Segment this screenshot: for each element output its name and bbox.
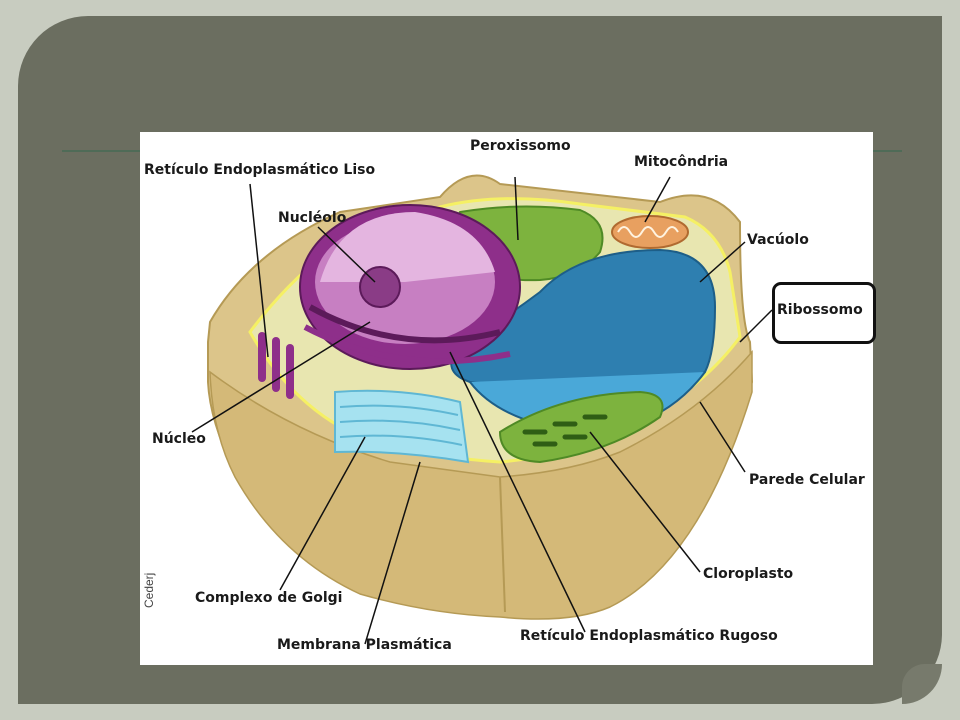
- image-credit: Cederj: [142, 572, 156, 608]
- label-nucleolus: Nucléolo: [278, 210, 347, 226]
- label-nucleus: Núcleo: [152, 431, 206, 447]
- mitochondrion: [611, 215, 689, 249]
- label-chloroplast: Cloroplasto: [703, 566, 794, 582]
- golgi-shape: [334, 389, 470, 464]
- label-mitochondria: Mitocôndria: [634, 154, 729, 170]
- cell-illustration: [191, 174, 773, 645]
- cell-wall-front: [209, 349, 753, 620]
- leader-lines: [191, 176, 773, 645]
- label-vacuole: Vacúolo: [747, 232, 809, 248]
- ribosome-label-box: [772, 282, 876, 344]
- label-ribosome: Ribossomo: [777, 302, 863, 318]
- label-plasma-membrane: Membrana Plasmática: [277, 637, 452, 653]
- label-peroxisome: Peroxissomo: [470, 138, 571, 154]
- label-cell-wall: Parede Celular: [749, 472, 865, 488]
- label-smooth-er: Retículo Endoplasmático Liso: [144, 162, 376, 178]
- label-golgi: Complexo de Golgi: [195, 590, 343, 606]
- label-rough-er: Retículo Endoplasmático Rugoso: [520, 628, 778, 644]
- plant-cell-diagram: Retículo Endoplasmático Liso Nucléolo Pe…: [140, 132, 876, 665]
